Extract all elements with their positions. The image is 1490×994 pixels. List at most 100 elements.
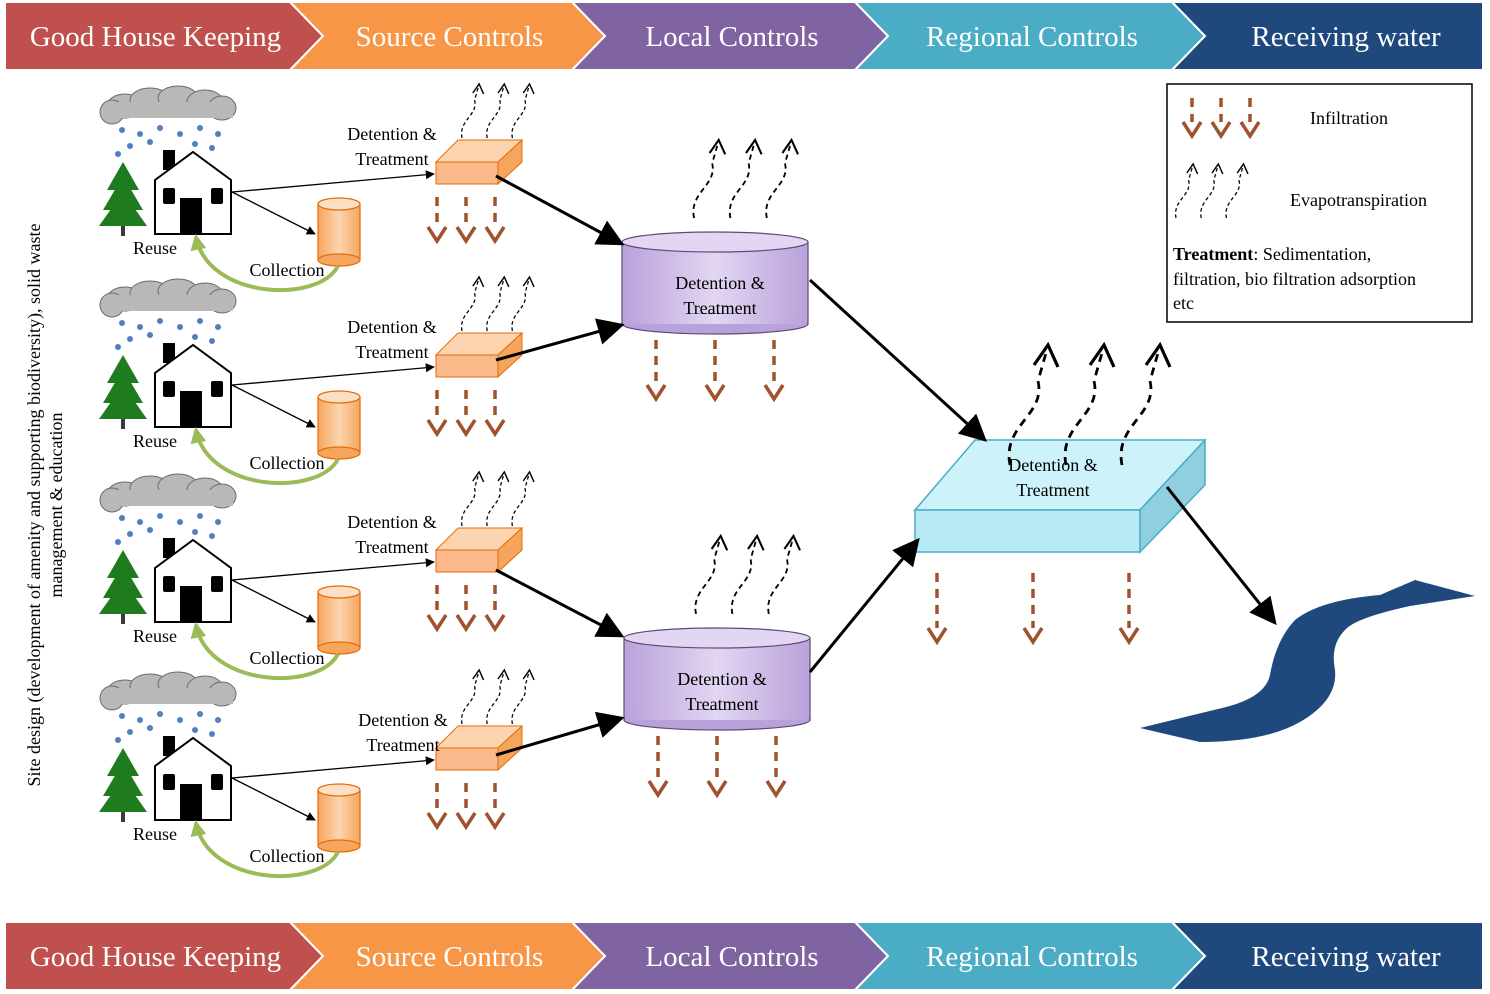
flow-arrow-source-to-local-3 xyxy=(495,711,625,757)
reuse-label: Reuse xyxy=(133,431,177,451)
reuse-label: Reuse xyxy=(133,824,177,844)
receiving-river xyxy=(1140,580,1475,742)
arrow-house-to-collection xyxy=(231,384,316,428)
legend-treatment-bold: Treatment xyxy=(1173,244,1253,264)
regional-treatment-box: Detention & Treatment xyxy=(913,438,1207,554)
rain-cloud-icon xyxy=(99,671,237,711)
source-detention-box xyxy=(434,724,524,772)
flow-arrow-local-to-regional-1 xyxy=(808,278,987,442)
legend-treatment-line1: Treatment: Sedimentation, xyxy=(1173,244,1371,264)
evapotranspiration-marks xyxy=(461,82,1172,725)
side-label: Site design (development of amenity and … xyxy=(24,224,66,787)
collection-label: Collection xyxy=(250,453,325,473)
legend-treatment-line2: filtration, bio filtration adsorption xyxy=(1173,269,1416,289)
local-detention-tank-1: Detention &Treatment xyxy=(623,627,811,731)
regional-detention-label-2: Treatment xyxy=(1016,480,1089,500)
house-icon xyxy=(154,736,232,821)
flow-arrow-source-to-local-2 xyxy=(495,568,625,638)
stage-bar-bottom: Good House Keeping Source Controls Local C… xyxy=(4,921,1484,991)
bottom-stage-label-3: Regional Controls xyxy=(926,941,1138,973)
legend-evapotranspiration-label: Evapotranspiration xyxy=(1290,190,1427,210)
rain-drops-icon xyxy=(115,318,221,350)
local-detention-label-2: Treatment xyxy=(683,298,756,318)
legend-box xyxy=(1166,83,1473,323)
local-evap-0 xyxy=(692,137,799,219)
arrow-house-to-detention xyxy=(231,558,435,581)
bottom-chevron-4 xyxy=(1169,921,1484,991)
source-detention-box xyxy=(434,526,524,574)
top-stage-label-3: Regional Controls xyxy=(926,21,1138,53)
side-label-line1: Site design (development of amenity and … xyxy=(24,224,45,787)
source-infil-2 xyxy=(426,585,506,633)
house-icon xyxy=(154,150,232,235)
tree-icon xyxy=(99,550,147,624)
flow-arrow-source-to-local-0 xyxy=(495,174,625,246)
house-icon xyxy=(154,343,232,428)
rain-cloud-icon xyxy=(99,473,237,513)
source-detention-label-1: Detention & xyxy=(347,512,436,532)
reuse-arrow xyxy=(190,819,340,879)
source-detention-label-2: Treatment xyxy=(355,149,428,169)
collection-label: Collection xyxy=(250,846,325,866)
legend-evapotranspiration-icon xyxy=(1175,162,1249,219)
local-detention-label-1: Detention & xyxy=(675,273,764,293)
arrow-house-to-detention xyxy=(231,363,435,386)
reuse-arrow xyxy=(190,426,340,486)
local-detention-tank-0: Detention & Treatment xyxy=(621,231,809,335)
tree-icon xyxy=(99,748,147,822)
source-detention-label-2: Treatment xyxy=(355,537,428,557)
source-evap-3 xyxy=(461,668,535,725)
bottom-stage-label-4: Receiving water xyxy=(1251,941,1441,973)
top-stage-label-4: Receiving water xyxy=(1251,21,1441,53)
stage-bar-top: Good House Keeping Source Controls Local C… xyxy=(4,1,1484,71)
regional-detention-label-1: Detention & xyxy=(1008,455,1097,475)
main-flow-arrows xyxy=(495,174,1277,757)
flow-arrow-source-to-local-1 xyxy=(495,318,625,362)
top-stage-label-0: Good House Keeping xyxy=(30,21,281,53)
top-chevron-4 xyxy=(1169,1,1484,71)
source-evap-0 xyxy=(461,82,535,139)
regional-evap xyxy=(1007,341,1172,466)
arrow-house-to-detention xyxy=(231,756,435,779)
rain-cloud-icon xyxy=(99,278,237,318)
legend-infiltration-label: Infiltration xyxy=(1310,108,1388,128)
collection-barrel-icon xyxy=(317,783,361,853)
legend-infiltration-icon xyxy=(1181,98,1261,140)
tree-icon xyxy=(99,162,147,236)
arrow-house-to-collection xyxy=(231,191,316,235)
tree-icon xyxy=(99,355,147,429)
local-detention-label-1: Detention & xyxy=(677,669,766,689)
local-infil-0 xyxy=(645,340,785,403)
collection-barrel-icon xyxy=(317,197,361,267)
legend-treatment-line3: etc xyxy=(1173,293,1194,313)
top-stage-label-2: Local Controls xyxy=(645,21,818,53)
side-label-line2: management & education xyxy=(46,413,66,598)
house-icon xyxy=(154,538,232,623)
source-detention-label-1: Detention & xyxy=(347,317,436,337)
source-evap-2 xyxy=(461,470,535,527)
reuse-label: Reuse xyxy=(133,626,177,646)
bottom-stage-label-2: Local Controls xyxy=(645,941,818,973)
source-detention-label-2: Treatment xyxy=(355,342,428,362)
source-detention-label-1: Detention & xyxy=(347,124,436,144)
reuse-arrow xyxy=(190,233,340,293)
collection-label: Collection xyxy=(250,648,325,668)
local-infil-1 xyxy=(647,736,787,799)
rain-drops-icon xyxy=(115,125,221,157)
legend-evap-arrows xyxy=(1175,162,1249,219)
bottom-stage-label-1: Source Controls xyxy=(356,941,544,973)
rain-cloud-icon xyxy=(99,85,237,125)
top-stage-label-1: Source Controls xyxy=(356,21,544,53)
bottom-stage-label-0: Good House Keeping xyxy=(30,941,281,973)
rain-drops-icon xyxy=(115,711,221,743)
arrow-house-to-collection xyxy=(231,579,316,623)
source-infil-1 xyxy=(426,390,506,438)
flow-arrow-local-to-regional-2 xyxy=(808,537,920,673)
arrow-house-to-collection xyxy=(231,777,316,821)
